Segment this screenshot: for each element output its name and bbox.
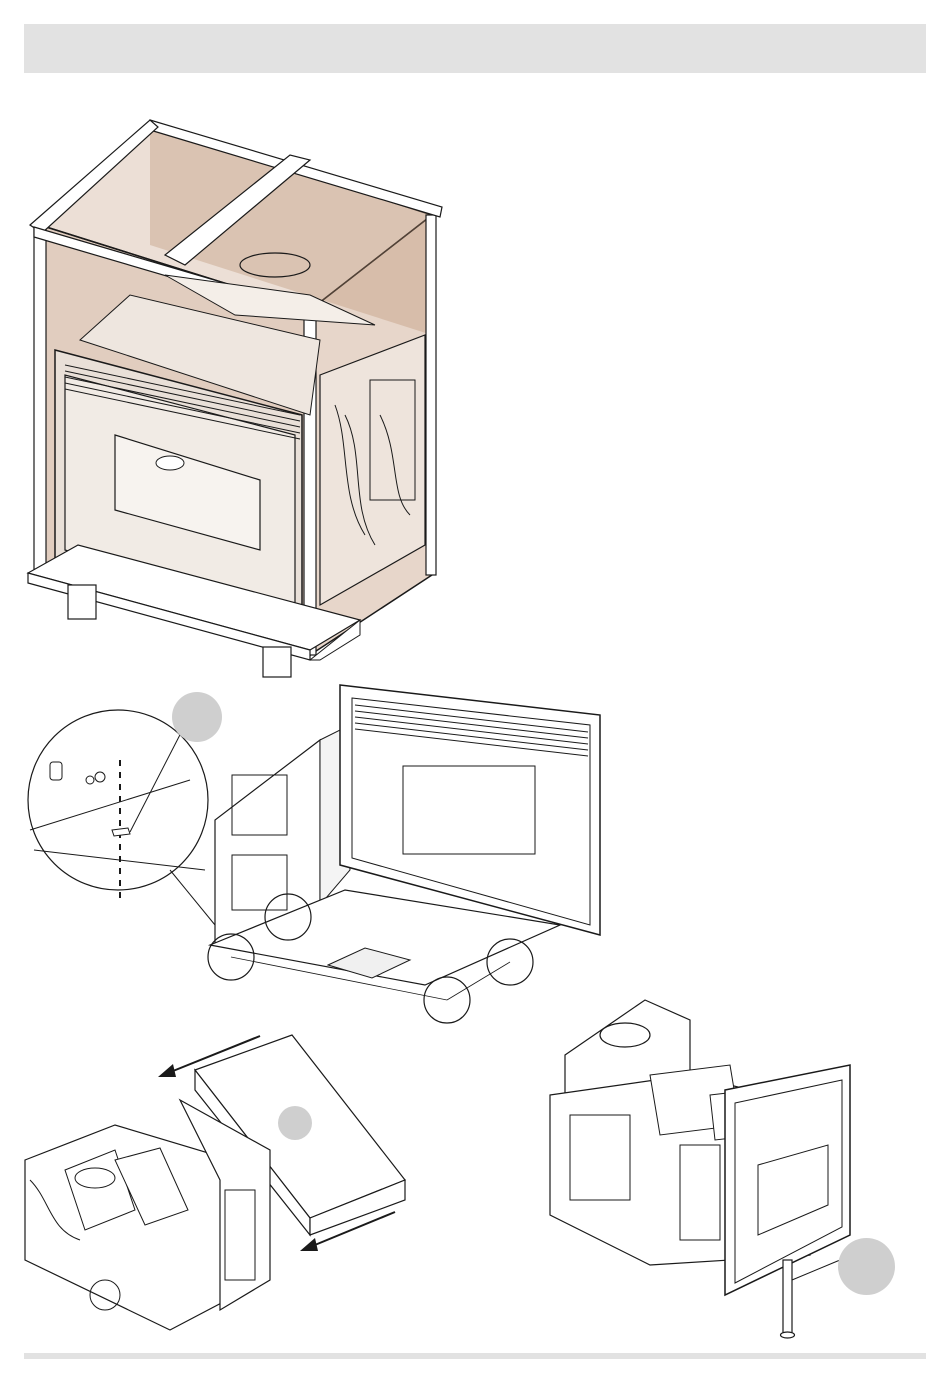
base-screw-drawing: [20, 680, 610, 1030]
slide-box-callout-marker: [278, 1106, 312, 1140]
detail-callout-marker: [172, 692, 222, 742]
footer-bar: [24, 1353, 926, 1359]
slide-out-drawing: [20, 1030, 420, 1350]
support-leg-illustration: [530, 995, 900, 1345]
packaged-stove-drawing: [20, 115, 450, 685]
base-screw-detail-illustration: [20, 680, 610, 1030]
support-leg-callout-marker: [838, 1238, 895, 1295]
slide-out-illustration: [20, 1030, 420, 1350]
header-bar: [24, 24, 926, 73]
packaged-stove-illustration: [20, 115, 450, 685]
support-leg-drawing: [530, 995, 900, 1345]
